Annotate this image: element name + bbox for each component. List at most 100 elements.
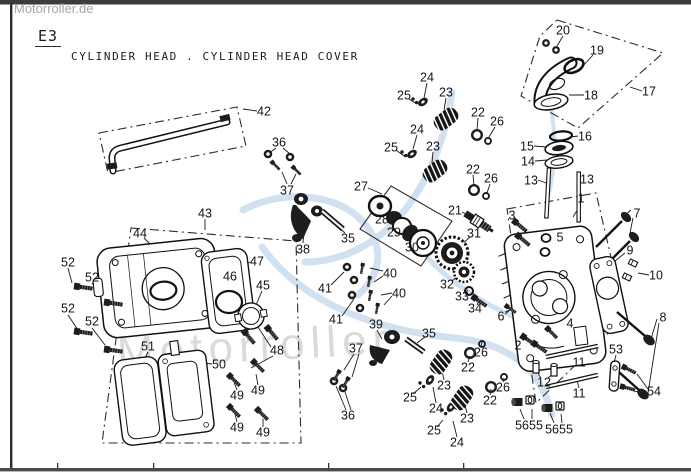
part-number-label: 2 (515, 339, 522, 353)
region-head-cover (101, 227, 302, 444)
rocker-arm-upper-drawing (290, 193, 323, 242)
page-title: CYLINDER HEAD . CYLINDER HEAD COVER (71, 50, 359, 63)
part-number-label: 30 (405, 241, 419, 255)
part-number-label: 46 (223, 270, 237, 284)
part-number-label: 23 (439, 86, 453, 100)
part-number-label: 39 (369, 318, 383, 332)
part-number-label: 52 (85, 315, 99, 329)
bottom-table-border (0, 463, 691, 472)
part-number-label: 21 (448, 204, 462, 218)
part-number-label: 25 (384, 141, 398, 155)
part-number-label: 31 (467, 227, 481, 241)
part-number-label: 53 (609, 343, 623, 357)
part-number-label: 13 (524, 174, 538, 188)
part-number-label: 24 (429, 402, 443, 416)
breather-plate-drawing (157, 340, 215, 437)
part-number-label: 20 (556, 24, 570, 38)
part-number-label: 47 (250, 255, 264, 269)
part-number-label: 22 (461, 361, 475, 375)
intake-manifold-drawing (533, 39, 585, 111)
part-number-label: 37 (349, 342, 363, 356)
part-number-label: 44 (133, 227, 147, 241)
part-number-label: 52 (61, 256, 75, 270)
head-nut-drawing (540, 233, 552, 243)
part-number-label: 26 (490, 115, 504, 129)
part-number-label: 8 (660, 311, 667, 325)
part-number-label: 9 (627, 244, 634, 258)
camshaft-drawing (367, 194, 438, 258)
part-number-label: 14 (521, 155, 535, 169)
part-number-label: 49 (230, 421, 244, 435)
part-number-label: 25 (397, 89, 411, 103)
part-number-label: 43 (198, 207, 212, 221)
part-number-label: 7 (634, 207, 641, 221)
part-number-label: 37 (280, 184, 294, 198)
part-number-label: 29 (387, 226, 401, 240)
part-number-label: 4 (567, 317, 574, 331)
part-number-label: 52 (61, 302, 75, 316)
part-number-label: 24 (420, 71, 434, 85)
part-number-label: 23 (460, 412, 474, 426)
part-number-label: 41 (329, 313, 343, 327)
part-number-label: 35 (422, 327, 436, 341)
rocker-arm-lower-drawing (369, 330, 400, 366)
cam-sprocket-drawing (434, 235, 470, 271)
part-number-label: 3 (509, 209, 516, 223)
insulator-stack-drawing (544, 130, 581, 223)
part-number-label: 54 (647, 385, 661, 399)
part-number-label: 34 (468, 302, 482, 316)
part-number-label: 32 (440, 278, 454, 292)
cylinder-head-drawing (498, 225, 607, 372)
breather-hose-drawing (106, 113, 231, 175)
part-number-label: 22 (466, 163, 480, 177)
part-number-label: 33 (455, 290, 469, 304)
part-number-label: 36 (272, 136, 286, 150)
part-number-label: 11 (573, 387, 586, 401)
part-number-label: 49 (251, 384, 265, 398)
breather-plate-gasket-drawing (113, 356, 167, 446)
part-number-label: 45 (256, 279, 270, 293)
part-number-label: 18 (584, 89, 598, 103)
part-number-label: 24 (450, 436, 464, 450)
part-number-label: 23 (437, 379, 451, 393)
rocker-shaft-upper-drawing (320, 208, 345, 232)
part-number-label: 40 (383, 267, 397, 281)
timing-gear-drawing (452, 260, 476, 284)
part-number-label: 49 (230, 389, 244, 403)
left-border (10, 3, 13, 469)
part-number-label: 22 (471, 106, 485, 120)
part-number-label: 12 (537, 376, 551, 390)
stud-hardware-drawing (511, 343, 638, 412)
spark-plug-drawing (463, 210, 494, 233)
part-number-label: 22 (483, 394, 497, 408)
part-number-label: 6 (498, 310, 505, 324)
part-number-label: 24 (410, 123, 424, 137)
part-number-label: 5 (557, 231, 564, 245)
part-number-label: 13 (580, 173, 594, 187)
part-number-label: 51 (141, 340, 155, 354)
part-number-label: 26 (484, 172, 498, 186)
part-number-label: 50 (212, 358, 226, 372)
part-number-label: 28 (375, 213, 389, 227)
region-camshaft (359, 185, 453, 267)
part-number-label: 38 (296, 243, 310, 257)
site-watermark: Motorroller.de (14, 1, 94, 16)
part-number-label: 40 (392, 287, 406, 301)
part-number-label: 41 (318, 282, 332, 296)
exhaust-valves-drawing (610, 311, 655, 400)
head-cover-drawing (92, 237, 222, 339)
part-number-label: 17 (642, 85, 656, 99)
part-number-label: 52 (85, 271, 99, 285)
part-number-label: 48 (270, 344, 284, 358)
part-number-label: 35 (341, 232, 355, 246)
part-number-label: 15 (520, 140, 534, 154)
part-number-label: 1 (578, 192, 585, 206)
part-number-label: 5655 (545, 423, 573, 437)
part-number-label: 42 (257, 105, 271, 119)
region-intake-manifold (520, 19, 665, 129)
part-number-label: 16 (578, 130, 592, 144)
section-code: E3 (35, 27, 62, 47)
